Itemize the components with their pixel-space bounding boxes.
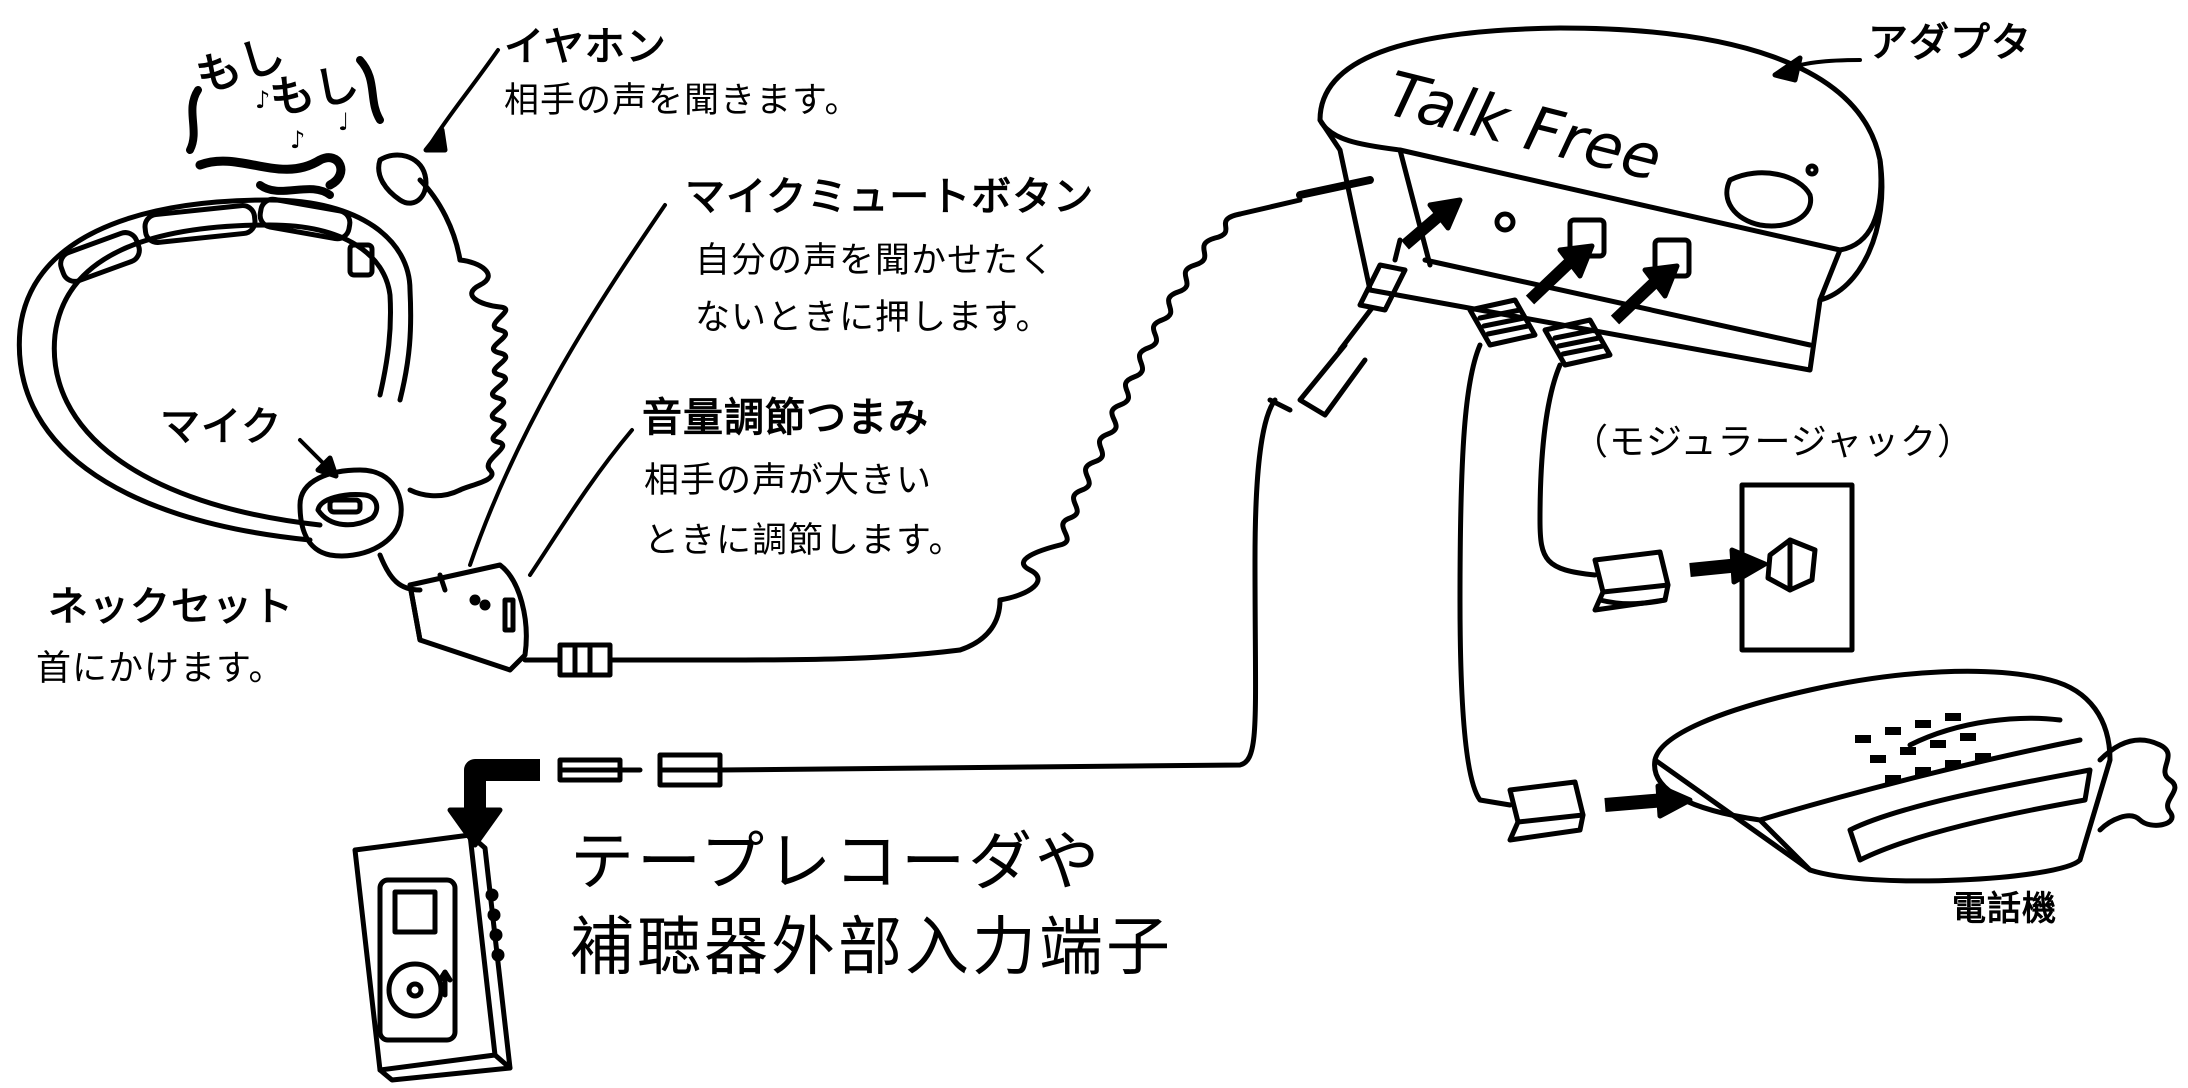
wall-jack-illustration [1592, 482, 1855, 653]
modular-jack-label: （モジュラージャック） [1572, 422, 1974, 463]
music-note-icon: ♩ [338, 108, 349, 136]
neckset-illustration [16, 196, 963, 678]
volume-description-line2: ときに調節します。 [644, 521, 965, 561]
recorder-label-line1: テープレコーダや [570, 826, 1103, 900]
volume-pointer-line [528, 428, 634, 577]
music-note-icon: ♪ [290, 126, 305, 154]
neckset-title: ネックセット [48, 584, 294, 630]
earphone-illustration [376, 48, 509, 499]
mute-description-line2: ないときに押します。 [695, 298, 1052, 338]
coiled-cord-illustration [957, 176, 1374, 653]
recorder-label-line2: 補聴器外部入力端子 [570, 911, 1173, 985]
mic-title: マイク [160, 404, 283, 450]
telephone-illustration [1507, 668, 2178, 884]
adapter-illustration [1317, 25, 1885, 373]
mute-pointer-line [468, 203, 667, 567]
mute-description-line1: 自分の声を聞かせたく [695, 241, 1056, 281]
modular-plugs-illustration [1457, 297, 1613, 808]
sound-bubble-illustration: ♪ ♪ ♩ [186, 56, 384, 199]
telephone-label: 電話機 [1952, 889, 2057, 929]
recorder-cable-illustration [557, 237, 1408, 788]
earphone-title: イヤホン [504, 24, 667, 70]
volume-knob-title: 音量調節つまみ [642, 395, 929, 441]
tape-recorder-illustration [352, 759, 540, 1083]
neckset-description: 首にかけます。 [36, 649, 285, 689]
adapter-title: アダプタ [1868, 20, 2032, 66]
music-note-icon: ♪ [255, 86, 270, 114]
volume-description-line1: 相手の声が大きい [644, 461, 933, 501]
mute-button-title: マイクミュートボタン [685, 174, 1095, 220]
earphone-description: 相手の声を聞きます。 [504, 81, 861, 121]
